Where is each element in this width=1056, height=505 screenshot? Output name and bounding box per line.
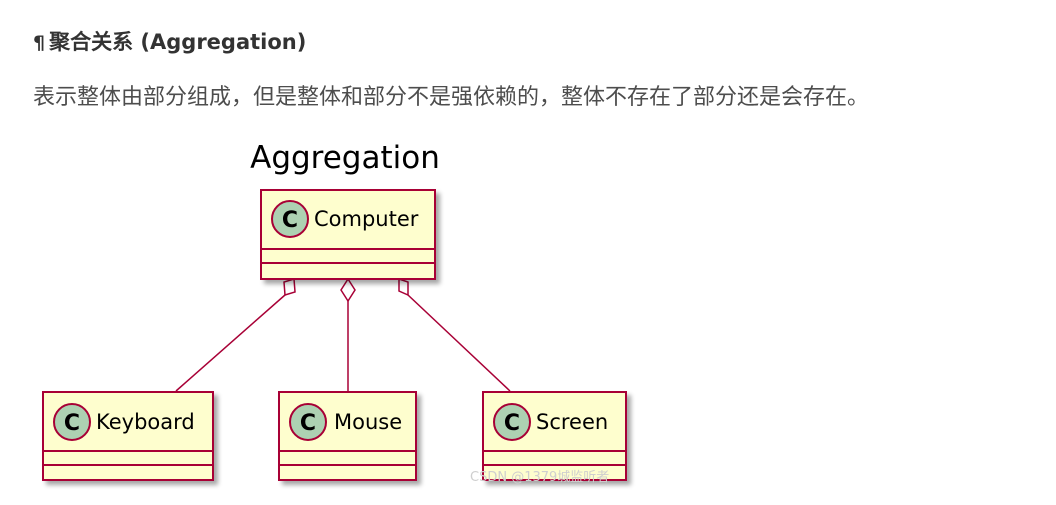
aggregation-diamond-icon [340, 277, 356, 303]
class-name: Screen [536, 410, 608, 434]
class-screen[interactable]: C Screen [482, 391, 627, 481]
aggregation-edge-keyboard [175, 278, 296, 392]
class-keyboard[interactable]: C Keyboard [42, 391, 214, 481]
class-badge-icon [271, 200, 309, 238]
class-badge-icon [53, 403, 91, 441]
section-description: 表示整体由部分组成，但是整体和部分不是强依赖的，整体不存在了部分还是会存在。 [33, 85, 870, 110]
aggregation-edge-screen [398, 277, 511, 392]
diagram-title: Aggregation [250, 140, 440, 176]
class-badge-letter: C [504, 411, 520, 436]
pilcrow-icon[interactable]: ¶ [33, 32, 46, 54]
class-badge-icon [289, 403, 327, 441]
class-name: Computer [314, 207, 419, 231]
section-heading: ¶聚合关系 (Aggregation) [33, 26, 306, 56]
class-name: Mouse [334, 410, 402, 434]
class-computer[interactable]: C Computer [260, 189, 436, 280]
class-badge-letter: C [64, 411, 80, 436]
class-name: Keyboard [96, 410, 195, 434]
watermark: CSDN @1379城监听者 [470, 470, 609, 485]
aggregation-diamond-icon [398, 277, 409, 297]
class-badge-letter: C [300, 411, 316, 436]
aggregation-edge-mouse [340, 277, 356, 391]
section-title: 聚合关系 (Aggregation) [49, 30, 307, 54]
class-badge-icon [493, 403, 531, 441]
aggregation-diamond-icon [283, 278, 296, 296]
class-badge-letter: C [282, 208, 298, 233]
class-mouse[interactable]: C Mouse [278, 391, 417, 481]
